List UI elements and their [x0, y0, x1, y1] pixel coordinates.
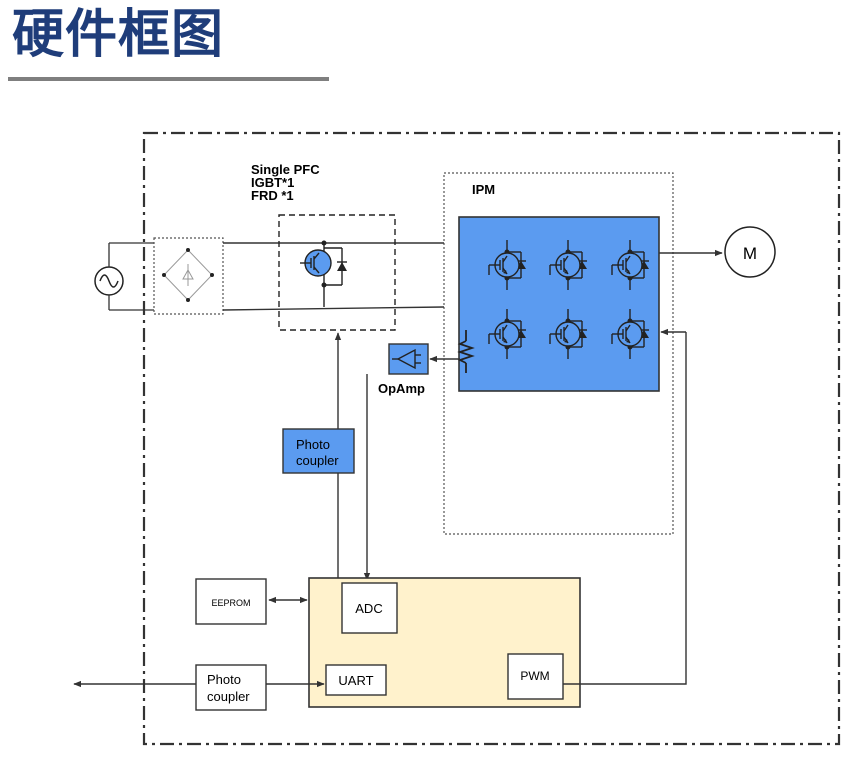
photo-coupler-top-label-1: Photo — [296, 437, 330, 452]
title-underline — [8, 77, 329, 81]
pwm-to-ipm-wire — [563, 332, 687, 685]
pwm-block — [507, 653, 564, 700]
dc-bus-negative — [222, 306, 445, 311]
ipm-inverter-block — [458, 216, 660, 392]
bridge-rectifier — [153, 237, 224, 315]
page-title: 硬件框图 — [12, 4, 225, 65]
pwm-label: PWM — [520, 669, 549, 683]
shunt-resistor-icon — [457, 330, 475, 373]
eeprom-block — [195, 578, 267, 625]
adc-block — [341, 582, 398, 634]
opamp-block — [388, 343, 429, 375]
opamp-label: OpAmp — [378, 381, 425, 396]
pfc-label-line1: Single PFC — [251, 162, 320, 177]
ac-source-icon — [94, 242, 154, 311]
photo-coupler-top — [282, 428, 355, 474]
ipm-region — [443, 172, 674, 535]
photo-coupler-top-label-2: coupler — [296, 453, 339, 468]
photo-coupler-bottom-label-1: Photo — [207, 672, 241, 687]
adc-label: ADC — [355, 601, 382, 616]
uart-block — [325, 664, 387, 696]
system-boundary — [142, 131, 841, 746]
motor-icon — [724, 226, 776, 278]
pfc-module — [278, 214, 396, 331]
photo-coupler-bottom-label-2: coupler — [207, 689, 250, 704]
pfc-label-line3: FRD *1 — [251, 188, 294, 203]
eeprom-label: EEPROM — [211, 598, 250, 608]
photo-coupler-bottom — [195, 664, 267, 711]
pfc-label-line2: IGBT*1 — [251, 175, 294, 190]
ipm-label: IPM — [472, 182, 495, 197]
uart-label: UART — [338, 673, 373, 688]
motor-label: M — [743, 244, 757, 263]
